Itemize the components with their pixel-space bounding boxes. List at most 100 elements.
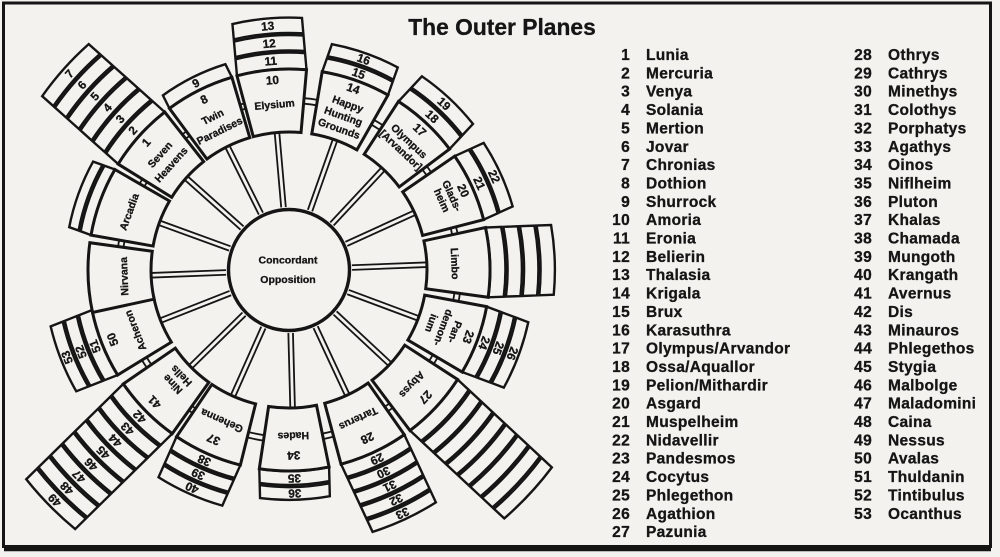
svg-text:Opposition: Opposition	[260, 274, 315, 286]
svg-text:34: 34	[854, 157, 872, 174]
svg-text:32: 32	[854, 120, 872, 137]
svg-text:21: 21	[470, 174, 488, 192]
svg-text:38: 38	[854, 231, 872, 248]
svg-text:Muspelheim: Muspelheim	[646, 414, 739, 431]
svg-text:Phlegethon: Phlegethon	[646, 487, 733, 504]
svg-text:9: 9	[621, 194, 630, 211]
svg-text:47: 47	[854, 396, 872, 413]
svg-text:41: 41	[854, 286, 872, 303]
svg-text:50: 50	[104, 330, 122, 348]
svg-text:3: 3	[621, 84, 630, 101]
svg-text:44: 44	[854, 341, 872, 358]
svg-text:Ossa/Aquallor: Ossa/Aquallor	[646, 359, 755, 376]
svg-text:11: 11	[613, 231, 630, 248]
svg-text:21: 21	[612, 414, 630, 431]
svg-text:51: 51	[86, 337, 104, 355]
svg-text:Karasuthra: Karasuthra	[646, 322, 731, 339]
svg-text:Nessus: Nessus	[888, 432, 945, 449]
svg-text:12: 12	[612, 249, 630, 266]
svg-text:30: 30	[374, 463, 392, 481]
svg-text:22: 22	[485, 168, 503, 186]
svg-text:Krigala: Krigala	[646, 286, 701, 303]
svg-text:36: 36	[854, 194, 872, 211]
svg-text:26: 26	[503, 345, 521, 363]
svg-text:13: 13	[261, 19, 276, 34]
svg-text:26: 26	[612, 506, 630, 523]
svg-text:14: 14	[345, 80, 362, 98]
svg-text:45: 45	[854, 359, 872, 376]
svg-text:18: 18	[612, 359, 630, 376]
svg-text:Caina: Caina	[888, 414, 932, 431]
svg-text:Limbo: Limbo	[448, 248, 461, 280]
svg-text:Mercuria: Mercuria	[646, 65, 713, 82]
svg-text:13: 13	[612, 267, 630, 284]
svg-text:33: 33	[393, 504, 411, 522]
svg-text:39: 39	[189, 465, 207, 483]
svg-text:31: 31	[854, 102, 872, 119]
svg-text:4: 4	[621, 102, 630, 119]
svg-text:Mertion: Mertion	[646, 120, 704, 137]
svg-text:Oinos: Oinos	[888, 157, 933, 174]
svg-text:23: 23	[612, 451, 630, 468]
svg-text:Amoria: Amoria	[646, 212, 701, 229]
svg-text:Belierin: Belierin	[646, 249, 705, 266]
svg-text:Nirvana: Nirvana	[118, 257, 131, 296]
svg-text:28: 28	[358, 429, 376, 447]
svg-text:33: 33	[854, 139, 872, 156]
svg-text:10: 10	[612, 212, 630, 229]
svg-text:6: 6	[621, 139, 630, 156]
svg-text:Jovar: Jovar	[646, 139, 689, 156]
svg-text:Minauros: Minauros	[888, 322, 959, 339]
svg-text:20: 20	[454, 182, 472, 200]
svg-text:Avernus: Avernus	[888, 286, 952, 303]
svg-text:16: 16	[355, 51, 372, 69]
svg-text:23: 23	[459, 328, 477, 346]
svg-text:Niflheim: Niflheim	[888, 175, 952, 192]
svg-text:22: 22	[612, 432, 630, 449]
svg-text:2: 2	[621, 65, 630, 82]
svg-text:Chamada: Chamada	[888, 231, 960, 248]
svg-text:Shurrock: Shurrock	[646, 194, 717, 211]
svg-text:Avalas: Avalas	[888, 451, 939, 468]
svg-text:Solania: Solania	[646, 102, 703, 119]
svg-text:36: 36	[288, 486, 302, 500]
svg-text:42: 42	[854, 304, 872, 321]
svg-text:38: 38	[195, 451, 213, 469]
svg-text:11: 11	[264, 53, 278, 68]
svg-text:Asgard: Asgard	[646, 396, 701, 413]
svg-text:15: 15	[350, 65, 367, 83]
svg-text:19: 19	[612, 377, 630, 394]
svg-text:7: 7	[621, 157, 630, 174]
svg-text:40: 40	[183, 479, 201, 497]
svg-text:16: 16	[612, 322, 630, 339]
svg-text:37: 37	[854, 212, 872, 229]
svg-text:Pazunia: Pazunia	[646, 524, 707, 541]
svg-text:37: 37	[204, 430, 222, 448]
svg-text:Dothion: Dothion	[646, 175, 707, 192]
svg-text:43: 43	[854, 322, 872, 339]
svg-text:Maladomini: Maladomini	[888, 396, 976, 413]
svg-text:Pluton: Pluton	[888, 194, 938, 211]
svg-text:49: 49	[854, 432, 872, 449]
svg-text:Agathion: Agathion	[646, 506, 716, 523]
svg-text:Phlegethos: Phlegethos	[888, 341, 975, 358]
svg-text:Venya: Venya	[646, 84, 692, 101]
svg-text:10: 10	[265, 73, 280, 88]
svg-text:Thuldanin: Thuldanin	[888, 469, 965, 486]
svg-text:39: 39	[854, 249, 872, 266]
svg-text:25: 25	[489, 340, 507, 358]
svg-text:15: 15	[612, 304, 630, 321]
svg-text:52: 52	[854, 487, 872, 504]
svg-text:14: 14	[612, 286, 630, 303]
svg-text:Tintibulus: Tintibulus	[888, 487, 965, 504]
svg-text:34: 34	[287, 448, 301, 462]
svg-text:40: 40	[854, 267, 872, 284]
svg-text:Nidavellir: Nidavellir	[646, 432, 719, 449]
svg-text:Chronias: Chronias	[646, 157, 716, 174]
svg-text:Porphatys: Porphatys	[888, 120, 967, 137]
svg-text:Cocytus: Cocytus	[646, 469, 709, 486]
svg-text:53: 53	[854, 506, 872, 523]
svg-text:Lunia: Lunia	[646, 47, 689, 64]
svg-text:Concordant: Concordant	[259, 255, 318, 267]
svg-text:Hades: Hades	[277, 429, 309, 442]
